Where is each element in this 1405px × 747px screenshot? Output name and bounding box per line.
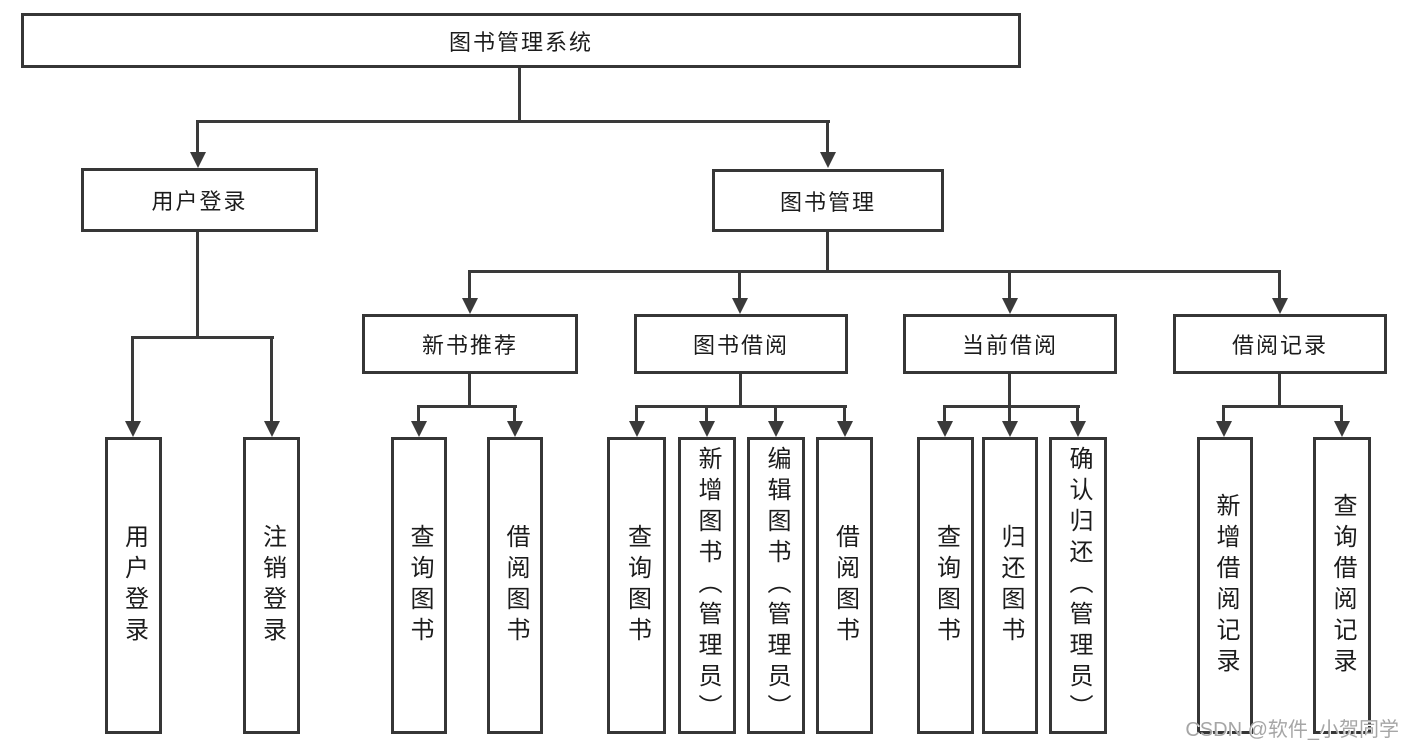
arrowhead-book-mgmt	[820, 152, 836, 168]
connector-group2-drop1	[635, 405, 638, 422]
connector-group4-stem	[1278, 374, 1281, 408]
leaf-query-books-1-label: 查询图书	[406, 523, 433, 648]
csdn-watermark: CSDN @软件_小贺同学	[1185, 719, 1399, 741]
arrowhead-group3-leaf1	[937, 421, 953, 437]
leaf-query-books-1: 查询图书	[391, 437, 447, 734]
arrowhead-current-borrow	[1002, 298, 1018, 314]
connector-group3-drop3	[1076, 405, 1079, 422]
connector-group2-drop3	[774, 405, 777, 422]
connector-userlogin-stem	[196, 232, 199, 336]
leaf-query-books-3: 查询图书	[917, 437, 974, 734]
arrowhead-book-borrow	[732, 298, 748, 314]
arrowhead-group1-leaf1	[411, 421, 427, 437]
arrowhead-login-leaf	[125, 421, 141, 437]
connector-drop-borrow-records	[1278, 270, 1281, 299]
leaf-edit-book-admin-label: 编辑图书（管理员）	[763, 446, 790, 725]
connector-group3-crossbar	[943, 405, 1080, 408]
node-user-login-label: 用户登录	[151, 189, 248, 214]
leaf-confirm-return-admin: 确认归还（管理员）	[1049, 437, 1107, 734]
leaf-borrow-books-2: 借阅图书	[816, 437, 873, 734]
arrowhead-group4-leaf1	[1216, 421, 1232, 437]
connector-group2-drop4	[843, 405, 846, 422]
connector-drop-login-leaf	[131, 336, 134, 421]
node-current-borrow-label: 当前借阅	[961, 333, 1058, 358]
leaf-borrow-books-1: 借阅图书	[487, 437, 543, 734]
leaf-logout-label: 注销登录	[258, 523, 286, 648]
connector-drop-current-borrow	[1008, 270, 1011, 299]
connector-group4-drop1	[1222, 405, 1225, 422]
connector-drop-book-mgmt	[826, 120, 829, 156]
node-new-book-recommend-label: 新书推荐	[421, 333, 518, 358]
node-borrow-records: 借阅记录	[1173, 314, 1387, 374]
leaf-query-borrow-record: 查询借阅记录	[1313, 437, 1371, 734]
connector-drop-user-login	[196, 120, 199, 156]
leaf-confirm-return-admin-label: 确认归还（管理员）	[1065, 446, 1092, 725]
leaf-edit-book-admin: 编辑图书（管理员）	[747, 437, 805, 734]
node-root-label: 图书管理系统	[448, 29, 593, 55]
connector-group2-stem	[739, 374, 742, 408]
connector-group2-drop2	[705, 405, 708, 422]
arrowhead-group3-leaf3	[1070, 421, 1086, 437]
connector-bookmgmt-stem	[826, 232, 829, 270]
leaf-query-books-2-label: 查询图书	[623, 523, 651, 648]
connector-group1-crossbar	[417, 405, 517, 408]
node-book-borrow-label: 图书借阅	[692, 333, 789, 358]
arrowhead-group4-leaf2	[1334, 421, 1350, 437]
node-root: 图书管理系统	[21, 13, 1021, 68]
node-user-login: 用户登录	[81, 168, 318, 232]
leaf-user-login-label: 用户登录	[120, 523, 148, 648]
arrowhead-group2-leaf1	[629, 421, 645, 437]
leaf-borrow-books-2-label: 借阅图书	[831, 523, 859, 648]
leaf-borrow-books-1-label: 借阅图书	[502, 523, 529, 648]
leaf-return-book: 归还图书	[982, 437, 1038, 734]
node-borrow-records-label: 借阅记录	[1231, 333, 1328, 358]
leaf-user-login: 用户登录	[105, 437, 162, 734]
node-book-management: 图书管理	[712, 169, 944, 232]
arrowhead-user-login	[190, 152, 206, 168]
node-current-borrow: 当前借阅	[903, 314, 1117, 374]
connector-group3-drop1	[943, 405, 946, 422]
connector-group4-drop2	[1340, 405, 1343, 422]
connector-drop-new-book	[468, 270, 471, 299]
connector-root-stem	[518, 68, 521, 120]
arrowhead-borrow-records	[1272, 298, 1288, 314]
connector-bookmgmt-crossbar	[468, 270, 1281, 273]
connector-group1-stem	[468, 374, 471, 408]
arrowhead-new-book	[462, 298, 478, 314]
leaf-query-books-2: 查询图书	[607, 437, 666, 734]
arrowhead-group2-leaf4	[837, 421, 853, 437]
arrowhead-group1-leaf2	[507, 421, 523, 437]
connector-drop-book-borrow	[738, 270, 741, 299]
leaf-query-borrow-record-label: 查询借阅记录	[1329, 492, 1356, 679]
leaf-add-borrow-record: 新增借阅记录	[1197, 437, 1253, 734]
leaf-add-book-admin-label: 新增图书（管理员）	[694, 446, 721, 725]
leaf-query-books-3-label: 查询图书	[932, 523, 960, 648]
connector-group3-stem	[1008, 374, 1011, 408]
connector-userlogin-crossbar	[132, 336, 274, 339]
connector-group3-drop2	[1008, 405, 1011, 422]
arrowhead-group2-leaf2	[699, 421, 715, 437]
connector-drop-logout-leaf	[270, 336, 273, 421]
leaf-add-borrow-record-label: 新增借阅记录	[1212, 492, 1239, 679]
leaf-return-book-label: 归还图书	[997, 523, 1024, 648]
node-book-management-label: 图书管理	[779, 189, 876, 215]
connector-group1-drop1	[417, 405, 420, 422]
arrowhead-group2-leaf3	[768, 421, 784, 437]
connector-group4-crossbar	[1222, 405, 1343, 408]
connector-group2-crossbar	[635, 405, 847, 408]
leaf-add-book-admin: 新增图书（管理员）	[678, 437, 736, 734]
arrowhead-logout-leaf	[264, 421, 280, 437]
node-new-book-recommend: 新书推荐	[362, 314, 578, 374]
leaf-logout: 注销登录	[243, 437, 300, 734]
arrowhead-group3-leaf2	[1002, 421, 1018, 437]
connector-root-crossbar	[197, 120, 830, 123]
connector-group1-drop2	[513, 405, 516, 422]
node-book-borrow: 图书借阅	[634, 314, 848, 374]
